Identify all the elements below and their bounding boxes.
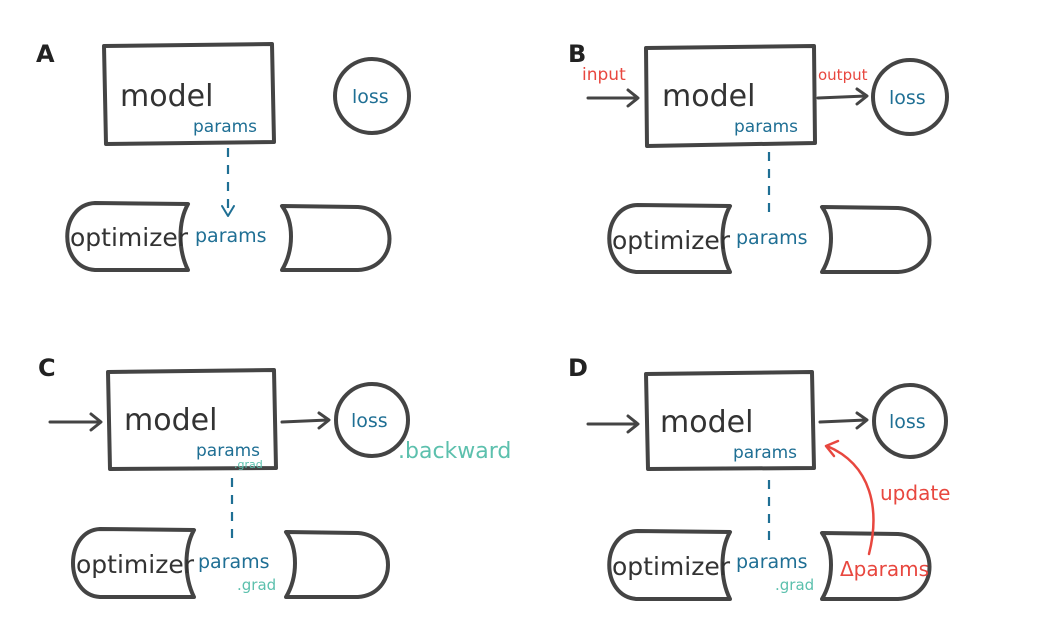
optimizer-params-label: params <box>736 551 808 573</box>
model-params-grad-label: .grad <box>234 458 263 471</box>
optimizer-label: optimizer <box>612 226 731 255</box>
panel-d: D model params loss optimizer params .gr… <box>568 354 950 601</box>
optimizer-left-shape <box>607 529 732 601</box>
arrow-right-icon <box>855 87 869 106</box>
optimizer-left-shape <box>71 527 196 599</box>
loss-label: loss <box>352 86 389 108</box>
optimizer-label: optimizer <box>76 550 195 579</box>
output-label: output <box>818 66 868 84</box>
model-label: model <box>120 79 213 114</box>
optimizer-params-grad-label: .grad <box>775 576 814 594</box>
loss-node <box>334 382 410 458</box>
panel-label: D <box>568 354 588 382</box>
input-label: input <box>582 65 626 85</box>
optimizer-right-shape <box>820 531 932 601</box>
optimizer-left-shape <box>607 203 732 274</box>
panel-label: A <box>36 40 55 68</box>
loss-label: loss <box>889 87 926 109</box>
model-box <box>102 42 276 146</box>
loss-label: loss <box>889 411 926 433</box>
optimizer-left-shape <box>65 201 190 272</box>
arrow-down-icon <box>221 205 235 217</box>
panel-label: B <box>568 40 586 68</box>
optimizer-label: optimizer <box>70 223 189 252</box>
arrow-right-icon <box>626 88 640 108</box>
model-params-label: params <box>196 441 260 461</box>
arrow-right-icon <box>626 414 640 434</box>
loss-backward-label: .backward <box>398 439 511 464</box>
arrow-right-icon <box>89 412 103 432</box>
optimizer-right-shape <box>820 205 932 274</box>
panel-a: A model params loss optimizer params <box>36 40 411 272</box>
optimizer-params-grad-label: .grad <box>237 576 276 594</box>
update-arrow <box>825 444 875 556</box>
model-box <box>106 368 278 471</box>
panel-label: C <box>38 354 56 382</box>
arrow-head-icon <box>824 439 840 458</box>
output-arrow <box>818 418 868 424</box>
loss-node <box>333 57 411 135</box>
model-params-label: params <box>193 117 257 137</box>
optimizer-label: optimizer <box>612 552 731 581</box>
optimizer-params-label: params <box>198 551 270 573</box>
model-label: model <box>124 403 217 438</box>
model-label: model <box>662 79 755 114</box>
loss-node <box>871 58 949 136</box>
arrow-right-icon <box>317 411 331 430</box>
model-params-label: params <box>733 443 797 463</box>
optimizer-params-label: params <box>736 227 808 249</box>
arrow-right-icon <box>855 411 869 430</box>
optimizer-right-shape <box>284 530 390 599</box>
panel-b: B input model params output loss optimiz… <box>568 40 949 274</box>
output-arrow <box>816 94 868 100</box>
loss-label: loss <box>351 410 388 432</box>
optimizer-right-shape <box>280 204 392 272</box>
loss-node <box>872 383 948 459</box>
delta-params-label: Δparams <box>840 557 929 581</box>
output-arrow <box>280 418 330 424</box>
panel-c: C model params .grad loss .backward opti… <box>38 354 511 599</box>
model-label: model <box>660 405 753 440</box>
model-box <box>644 370 816 471</box>
model-box <box>644 44 817 148</box>
optimizer-params-label: params <box>195 225 267 247</box>
model-params-label: params <box>734 117 798 137</box>
update-label: update <box>880 481 950 505</box>
